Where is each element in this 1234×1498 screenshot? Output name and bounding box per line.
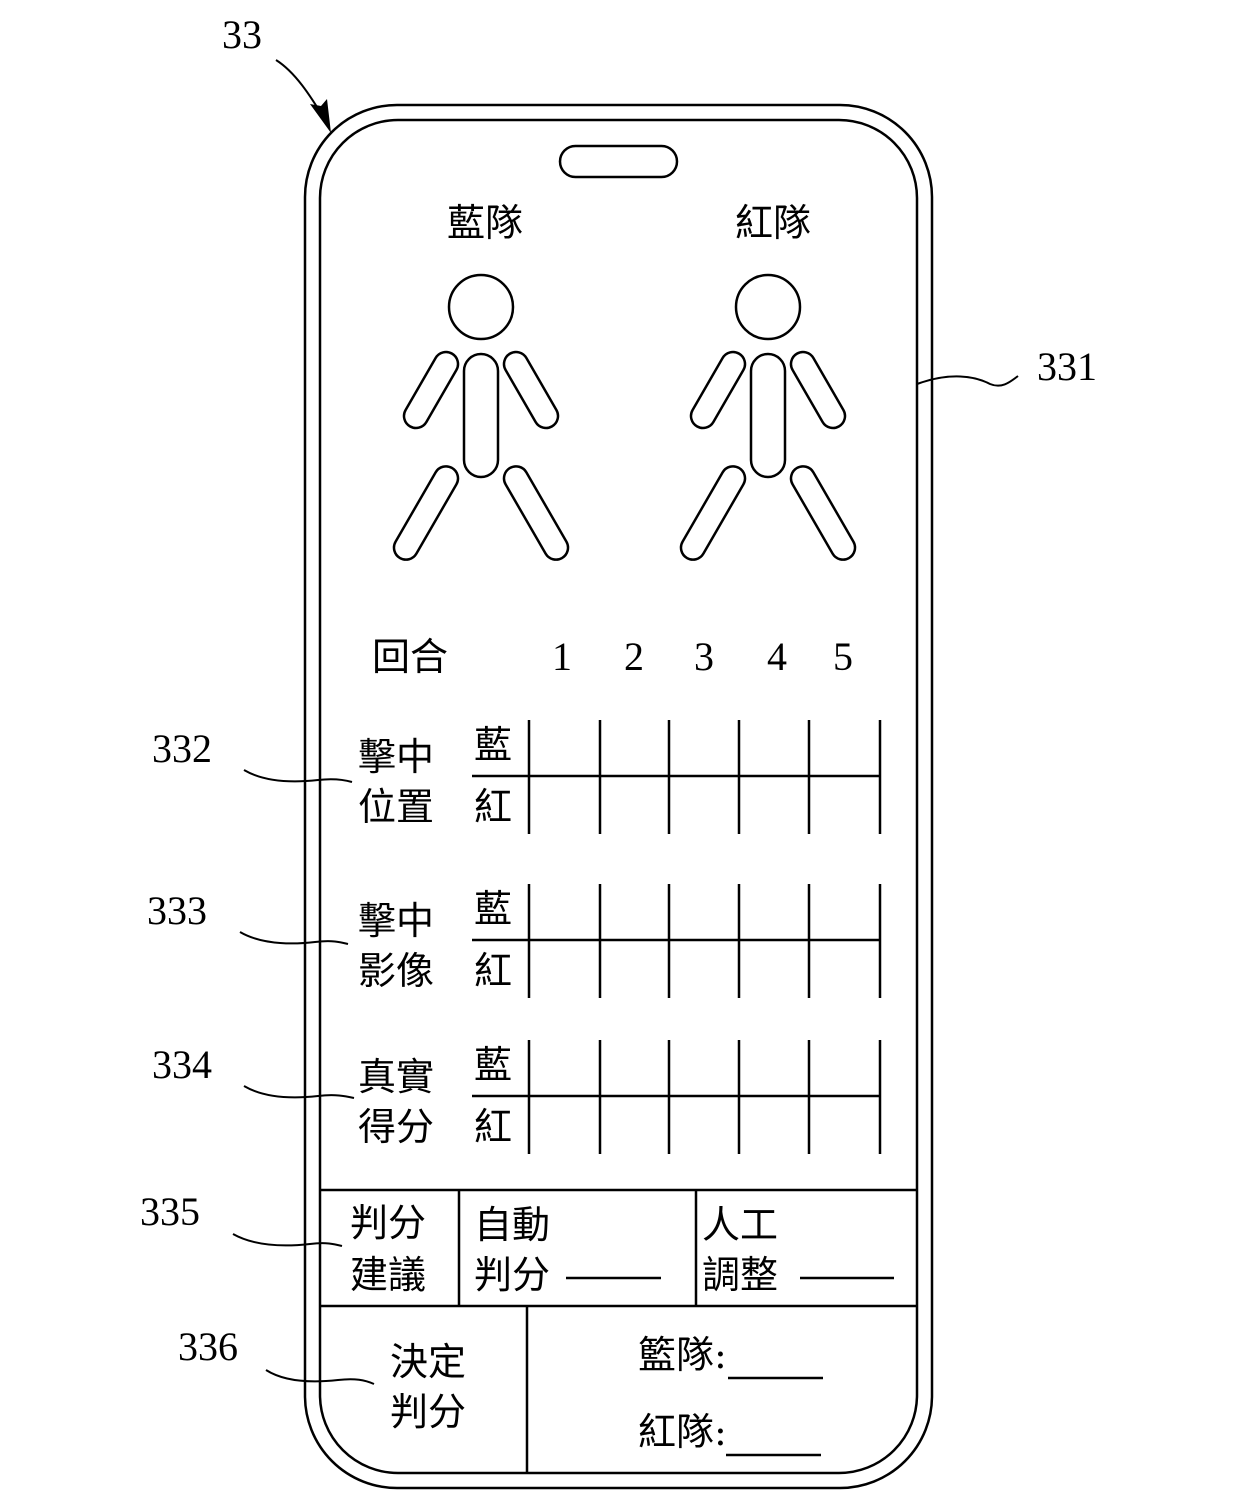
red-player-torso [749,352,787,479]
red-player-right-arm [789,350,847,430]
ref-333-leader [239,931,349,945]
blue-player-left-leg [392,465,460,561]
suggestion-section: 判分 建議 自動 判分 人工 調整 [320,1188,917,1308]
phone-speaker-slot [558,144,679,179]
ref-33-arrowhead [310,99,331,133]
decision-red-label: 紅隊: [638,1410,727,1454]
auto-score-label-line1: 自動 [474,1203,550,1247]
hit-image-label-line1: 擊中 [358,899,434,943]
decision-label-line1: 決定 [390,1340,466,1384]
hit-image-label-line2: 影像 [358,949,434,993]
blue-player-left-arm [402,350,460,430]
ref-334-leader [243,1085,355,1099]
red-player-right-leg [789,465,857,561]
blue-player-right-leg [502,465,570,561]
real-score-section: 真實 得分 藍 紅 [358,1040,882,1154]
hit-position-label-line1: 擊中 [358,735,434,779]
rounds-label: 回合 [372,635,448,679]
suggestion-label-line1: 判分 [350,1201,426,1245]
round-number-3: 3 [694,634,714,679]
blue-player-torso [462,352,500,479]
hit-position-red-label: 紅 [474,785,512,829]
real-score-label-line1: 真實 [358,1055,434,1099]
ref-335-label: 335 [140,1189,200,1234]
real-score-red-label: 紅 [474,1105,512,1149]
blue-team-title: 藍隊 [447,201,523,245]
red-player-left-arm [689,350,747,430]
suggestion-label-line2: 建議 [350,1253,426,1297]
ref-336-leader [265,1369,375,1385]
ref-332-leader [243,769,353,783]
hit-image-blue-label: 藍 [474,887,512,931]
real-score-blue-label: 藍 [474,1043,512,1087]
hit-position-label-line2: 位置 [358,785,434,829]
manual-adjust-label-line1: 人工 [702,1203,778,1247]
ref-33-label: 33 [222,12,262,57]
decision-label-line2: 判分 [390,1390,466,1434]
ref-331-label: 331 [1037,344,1097,389]
red-team-title: 紅隊 [735,201,811,245]
round-number-4: 4 [767,634,787,679]
ref-332-label: 332 [152,726,212,771]
hit-image-section: 擊中 影像 藍 紅 [358,884,882,998]
phone-outer-frame [303,103,934,1490]
hit-position-blue-label: 藍 [474,723,512,767]
ref-333-label: 333 [147,888,207,933]
round-number-1: 1 [552,634,572,679]
round-number-5: 5 [833,634,853,679]
hit-image-red-label: 紅 [474,949,512,993]
blue-player-right-arm [502,350,560,430]
ref-336-label: 336 [178,1324,238,1369]
ref-334-label: 334 [152,1042,212,1087]
ref-331-leader [916,375,1019,387]
auto-score-label-line2: 判分 [474,1253,550,1297]
manual-adjust-label-line2: 調整 [702,1253,778,1297]
red-player-left-leg [679,465,747,561]
hit-position-section: 擊中 位置 藍 紅 [358,720,882,834]
round-number-2: 2 [624,634,644,679]
ref-335-leader [232,1233,343,1247]
blue-player-figure [392,273,570,561]
red-player-figure [679,273,857,561]
decision-section: 決定 判分 籃隊: 紅隊: [390,1306,823,1472]
blue-player-head [447,273,515,341]
phone-screen [318,118,919,1475]
decision-blue-label: 籃隊: [638,1333,727,1377]
real-score-label-line2: 得分 [358,1105,434,1149]
red-player-head [734,273,802,341]
